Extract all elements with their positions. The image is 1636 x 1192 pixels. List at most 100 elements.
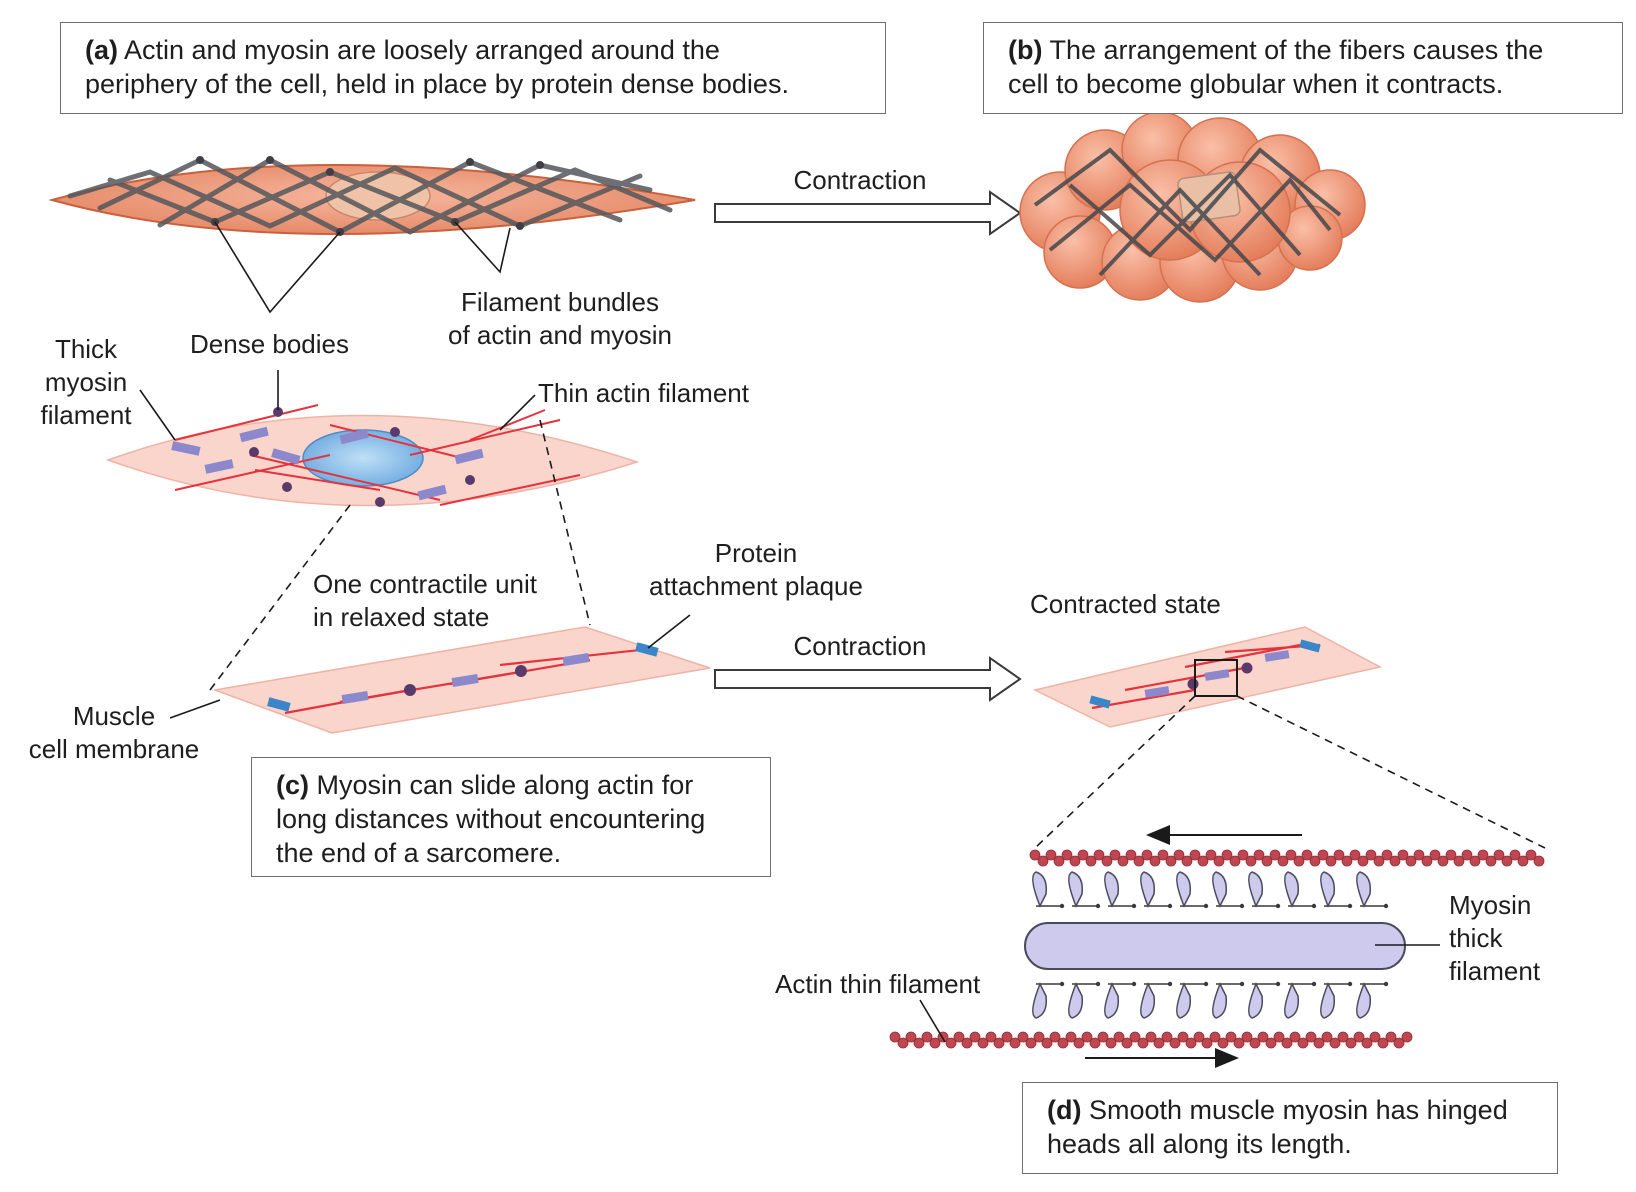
actin-bead xyxy=(1177,1031,1189,1043)
leader-lines-d xyxy=(919,944,1440,1043)
myosin-head xyxy=(1248,871,1264,908)
actin-bead xyxy=(1061,849,1073,861)
actin-bead xyxy=(1149,855,1161,867)
actin-bead xyxy=(897,1037,909,1049)
caption-a-line2: periphery of the cell, held in place by … xyxy=(85,69,789,99)
myosin-head xyxy=(1284,982,1300,1019)
label-thin-actin: Thin actin filament xyxy=(538,378,749,408)
myosin-head xyxy=(1176,982,1192,1019)
actin-bead xyxy=(1525,849,1537,861)
myosin-thick-filament-body xyxy=(1024,922,1406,970)
actin-bead xyxy=(1017,1031,1029,1043)
caption-b-line1: The arrangement of the fibers causes the xyxy=(1049,35,1544,65)
actin-bead xyxy=(1213,855,1225,867)
label-dense-bodies: Dense bodies xyxy=(190,329,349,359)
label-muscle-membrane: Muscle cell membrane xyxy=(14,700,214,766)
actin-bead xyxy=(1517,855,1529,867)
label-filament-bundles: Filament bundles of actin and myosin xyxy=(420,286,700,352)
actin-bead xyxy=(1273,1031,1285,1043)
actin-bead xyxy=(1461,849,1473,861)
label-contracted-state: Contracted state xyxy=(1030,589,1221,619)
myosin-head xyxy=(1284,871,1300,908)
myosin-hinge xyxy=(1203,981,1209,987)
actin-bead xyxy=(1305,1031,1317,1043)
myosin-hinge xyxy=(1383,903,1389,909)
actin-filament-bottom xyxy=(889,1031,1413,1049)
myosin-hinge xyxy=(1347,981,1353,987)
actin-bead xyxy=(1045,849,1057,861)
actin-bead xyxy=(1329,1037,1341,1049)
actin-bead xyxy=(1405,855,1417,867)
actin-bead xyxy=(1361,1037,1373,1049)
label-protein-plaque-line1: Protein xyxy=(714,538,798,568)
actin-bead xyxy=(1493,849,1505,861)
actin-bead xyxy=(1153,1037,1165,1049)
spindle-cell xyxy=(48,156,696,236)
actin-bead xyxy=(1365,849,1377,861)
actin-bead xyxy=(1185,1037,1197,1049)
myosin-heads-top xyxy=(1032,871,1389,909)
actin-bead xyxy=(1053,855,1065,867)
actin-bead xyxy=(905,1031,917,1043)
caption-c-line1: Myosin can slide along actin for xyxy=(316,770,694,800)
caption-d-line2: heads all along its length. xyxy=(1047,1129,1352,1159)
caption-a-letter: (a) xyxy=(85,35,118,65)
actin-bead xyxy=(1285,849,1297,861)
leader-lines-schematic xyxy=(139,370,536,441)
actin-bead xyxy=(1069,855,1081,867)
myosin-head xyxy=(1320,982,1336,1019)
actin-bead xyxy=(1421,855,1433,867)
actin-bead xyxy=(1337,1031,1349,1043)
filament-bundles-a xyxy=(67,157,673,235)
actin-bead xyxy=(1381,849,1393,861)
caption-c: (c) Myosin can slide along actin for lon… xyxy=(251,757,771,877)
label-muscle-membrane-line1: Muscle xyxy=(72,701,156,731)
filament-bundles-b xyxy=(1033,147,1342,277)
caption-b-letter: (b) xyxy=(1008,35,1043,65)
label-thick-myosin: Thick myosin filament xyxy=(28,333,144,432)
relaxed-unit xyxy=(212,626,711,734)
actin-bead xyxy=(1145,1031,1157,1043)
actin-bead xyxy=(1369,1031,1381,1043)
actin-bead xyxy=(985,1031,997,1043)
contracted-unit xyxy=(1032,626,1383,728)
actin-bead xyxy=(1341,855,1353,867)
actin-bead xyxy=(1037,855,1049,867)
actin-bead xyxy=(1137,1037,1149,1049)
actin-bead xyxy=(1333,849,1345,861)
caption-b-line2: cell to become globular when it contract… xyxy=(1008,69,1504,99)
leader-lines-a xyxy=(214,221,511,314)
label-myosin-thick-line1: Myosin xyxy=(1449,890,1532,920)
actin-bead xyxy=(1205,849,1217,861)
myosin-head xyxy=(1140,982,1156,1019)
actin-bead xyxy=(1025,1037,1037,1049)
myosin-hinge xyxy=(1203,903,1209,909)
contraction-arrow-top xyxy=(714,190,1022,236)
myosin-head xyxy=(1212,982,1228,1019)
actin-bead xyxy=(913,1037,925,1049)
myosin-hinge xyxy=(1059,903,1065,909)
myosin-hinge xyxy=(1059,981,1065,987)
actin-bead xyxy=(1397,849,1409,861)
actin-bead xyxy=(1353,1031,1365,1043)
actin-bead xyxy=(1169,1037,1181,1049)
myosin-head xyxy=(1068,871,1084,908)
dense-bodies-schematic xyxy=(249,407,475,507)
actin-bead xyxy=(1057,1037,1069,1049)
myosin-hinge xyxy=(1095,981,1101,987)
actin-bead xyxy=(1073,1037,1085,1049)
actin-bead xyxy=(945,1037,957,1049)
actin-bead xyxy=(1501,855,1513,867)
myosin-hinge xyxy=(1167,903,1173,909)
contraction-arrow-mid xyxy=(714,656,1022,702)
actin-bead xyxy=(1385,1031,1397,1043)
caption-d: (d) Smooth muscle myosin has hinged head… xyxy=(1022,1082,1558,1174)
myosin-head xyxy=(1068,982,1084,1019)
actin-bead xyxy=(1253,849,1265,861)
myosin-head xyxy=(1104,871,1120,908)
attachment-plaques-relaxed xyxy=(267,642,659,712)
actin-bead xyxy=(1289,1031,1301,1043)
actin-bead xyxy=(1001,1031,1013,1043)
actin-bead xyxy=(953,1031,965,1043)
actin-bead xyxy=(1189,849,1201,861)
